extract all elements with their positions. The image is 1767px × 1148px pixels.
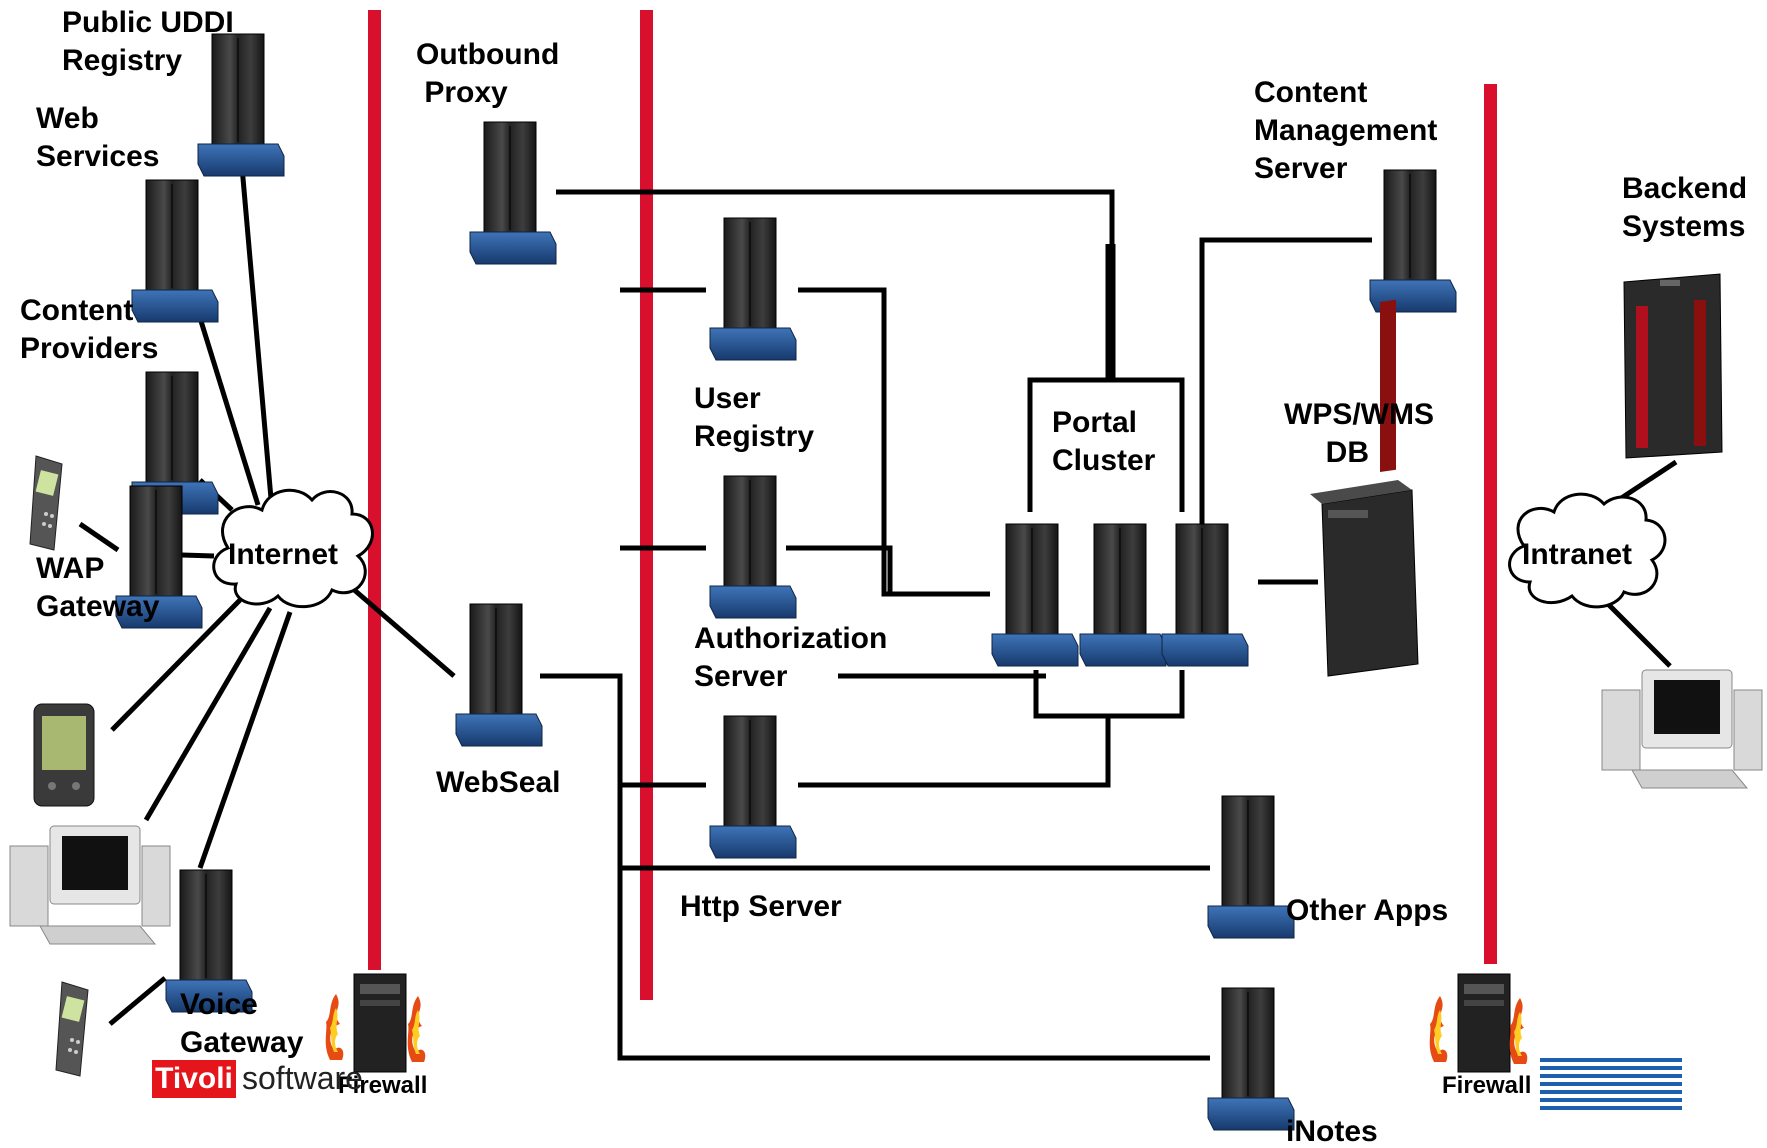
- intranet-pc-icon: [1601, 669, 1763, 789]
- mobile-phone-top-icon: [29, 455, 63, 551]
- server-authorization: [709, 475, 797, 619]
- tivoli-software-text: software: [242, 1060, 363, 1096]
- server-other-apps: [1207, 795, 1295, 939]
- label-wap-gateway: WAP Gateway: [36, 552, 160, 623]
- server-http: [709, 715, 797, 859]
- tivoli-logo: Tivoli: [152, 1060, 236, 1098]
- desktop-pc-icon: [9, 825, 171, 945]
- label-inotes: iNotes: [1286, 1115, 1378, 1148]
- label-http-server: Http Server: [680, 890, 842, 923]
- server-portal-3: [1161, 523, 1249, 667]
- label-wps-wms-db: WPS/WMS DB: [1284, 398, 1434, 469]
- label-portal-cluster: Portal Cluster: [1052, 406, 1156, 477]
- server-content-management: [1369, 169, 1457, 313]
- firewall-bar-left: [368, 10, 381, 970]
- server-webseal: [455, 603, 543, 747]
- label-firewall-right: Firewall: [1442, 1072, 1532, 1099]
- backend-cabinet-icon: [1623, 273, 1723, 459]
- label-internet: Internet: [228, 538, 339, 571]
- label-outbound-proxy: Outbound Proxy: [416, 38, 560, 109]
- label-web-services: Web Services: [36, 102, 160, 173]
- label-firewall-left: Firewall: [338, 1072, 428, 1099]
- internet-cloud-icon: [212, 488, 374, 609]
- server-user-registry: [709, 217, 797, 361]
- server-portal-1: [991, 523, 1079, 667]
- mobile-phone-bottom-icon: [55, 981, 89, 1077]
- label-content-providers: Content Providers: [20, 294, 159, 365]
- intranet-cloud-icon: [1508, 492, 1667, 609]
- connection-lines: [78, 143, 1678, 1061]
- label-content-management-server: Content Management Server: [1254, 76, 1438, 185]
- firewall-right-icon: [1429, 973, 1528, 1073]
- firewall-bar-right: [1484, 84, 1497, 964]
- pda-icon: [33, 703, 95, 807]
- server-portal-2: [1079, 523, 1167, 667]
- label-intranet: Intranet: [1522, 538, 1633, 571]
- ibm-logo: [1540, 1058, 1682, 1110]
- label-user-registry: User Registry: [694, 382, 815, 453]
- db-cabinet-icon: [1310, 299, 1419, 677]
- label-webseal: WebSeal: [436, 766, 561, 799]
- firewall-left-icon: [325, 973, 426, 1073]
- server-outbound-proxy: [469, 121, 557, 265]
- label-backend-systems: Backend Systems: [1622, 172, 1748, 243]
- server-inotes: [1207, 987, 1295, 1131]
- label-voice-gateway: Voice Gateway: [180, 988, 304, 1059]
- label-other-apps: Other Apps: [1286, 894, 1449, 927]
- label-authorization-server: Authorization Server: [694, 622, 888, 693]
- firewall-bar-middle: [640, 10, 653, 1000]
- label-public-uddi-registry: Public UDDI Registry: [62, 6, 234, 77]
